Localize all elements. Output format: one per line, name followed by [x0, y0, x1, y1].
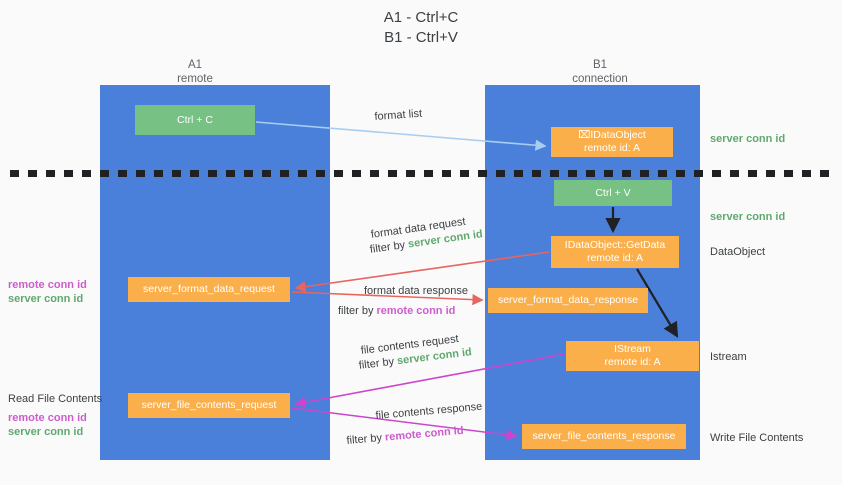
box-server-format-data-request[interactable]: server_format_data_request [128, 277, 290, 302]
box-server-file-contents-response[interactable]: server_file_contents_response [522, 424, 686, 449]
box-ctrl-v[interactable]: Ctrl + V [554, 180, 672, 206]
box-idataobject[interactable]: ⌧IDataObject remote id: A [551, 127, 673, 157]
caption-file-contents-response: file contents response [375, 400, 483, 422]
page-title: A1 - Ctrl+C B1 - Ctrl+V [383, 9, 459, 46]
label-read-file-contents: Read File Contents [8, 393, 103, 405]
filter-value-2: remote conn id [376, 305, 456, 317]
label-dataobject: DataObject [710, 246, 766, 258]
box-istream[interactable]: IStream remote id: A [566, 341, 699, 371]
filter-prefix-1: filter by [369, 238, 409, 256]
label-remote-conn-id-1: remote conn id [8, 279, 87, 291]
caption-format-data-response: format data response [364, 285, 468, 297]
filter-prefix-4: filter by [346, 431, 386, 447]
label-server-conn-id-mid: server conn id [710, 211, 786, 223]
label-istream: Istream [710, 351, 747, 363]
column-header-b1: B1 connection [572, 59, 628, 85]
box-ctrl-c[interactable]: Ctrl + C [135, 105, 255, 135]
dashed-divider [10, 170, 832, 177]
caption-format-data-response-filter: filter by remote conn id [338, 304, 455, 319]
caption-format-list: format list [374, 107, 423, 123]
label-remote-conn-id-2: remote conn id [8, 412, 87, 424]
label-conn-ids-file: remote conn id server conn id [8, 411, 87, 439]
box-idataobject-getdata[interactable]: IDataObject::GetData remote id: A [551, 236, 679, 268]
label-conn-ids-format: remote conn id server conn id [8, 278, 87, 306]
label-write-file-contents: Write File Contents [710, 432, 804, 444]
box-server-format-data-response[interactable]: server_format_data_response [488, 288, 648, 313]
box-server-file-contents-request[interactable]: server_file_contents_request [128, 393, 290, 418]
label-server-conn-id-top: server conn id [710, 133, 786, 145]
caption-file-contents-response-filter: filter by remote conn id [346, 424, 464, 449]
filter-prefix-2: filter by [338, 305, 377, 317]
filter-prefix-3: filter by [358, 355, 398, 372]
filter-value-4: remote conn id [384, 424, 465, 444]
column-header-a1: A1 remote [177, 59, 213, 85]
label-server-conn-id-2: server conn id [8, 426, 84, 438]
label-server-conn-id-1: server conn id [8, 293, 84, 305]
